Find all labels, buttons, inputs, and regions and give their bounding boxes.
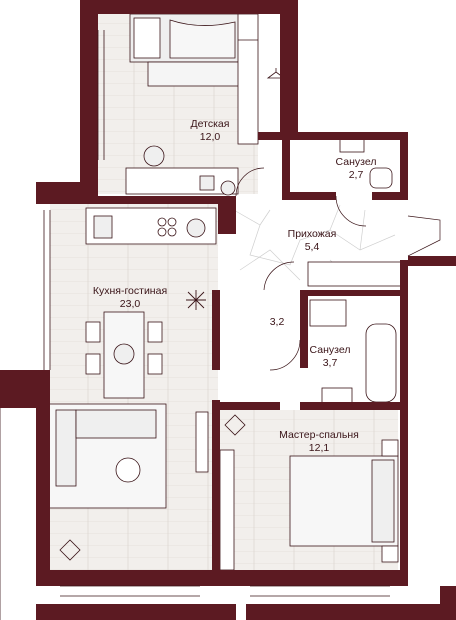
room-area: 3,7 <box>322 357 338 369</box>
room-label-kitchen-living: Кухня-гостиная 23,0 <box>93 285 167 311</box>
room-area: 3,2 <box>269 316 285 328</box>
wardrobe <box>237 13 259 145</box>
room-area: 2,7 <box>348 169 364 181</box>
room-label-children: Детская 12,0 <box>191 118 230 144</box>
tv-unit <box>195 411 209 473</box>
room-area: 23,0 <box>119 298 141 310</box>
room-label-master-bedroom: Мастер-спальня 12,1 <box>279 429 359 455</box>
room-label-bathroom-2: Санузел 3,7 <box>310 344 351 370</box>
snowflake-icon <box>186 290 206 310</box>
bedroom-wardrobe <box>219 449 235 571</box>
room-area: 12,0 <box>199 131 221 143</box>
room-area: 5,4 <box>304 241 320 253</box>
hall-wardrobe <box>307 261 405 287</box>
desk <box>125 167 239 195</box>
room-name: Кухня-гостиная <box>92 285 168 297</box>
children-room-furniture <box>125 13 259 196</box>
room-label-hallway: Прихожая 5,4 <box>288 228 337 254</box>
rug <box>147 61 241 87</box>
doors <box>235 167 441 371</box>
dining-table <box>85 311 163 399</box>
windows <box>0 30 390 620</box>
room-name: Санузел <box>309 344 351 356</box>
room-area: 12,1 <box>308 442 330 454</box>
room-name: Прихожая <box>287 228 337 240</box>
room-label-storage: 3,2 <box>270 316 285 329</box>
plant-icon <box>59 414 246 561</box>
sofa <box>47 403 167 509</box>
room-name: Мастер-спальня <box>279 429 359 441</box>
master-bed <box>289 439 399 563</box>
room-name: Санузел <box>335 156 377 168</box>
kitchen-counter <box>85 207 217 245</box>
room-name: Детская <box>190 118 230 130</box>
room-label-bathroom-1: Санузел 2,7 <box>336 156 377 182</box>
